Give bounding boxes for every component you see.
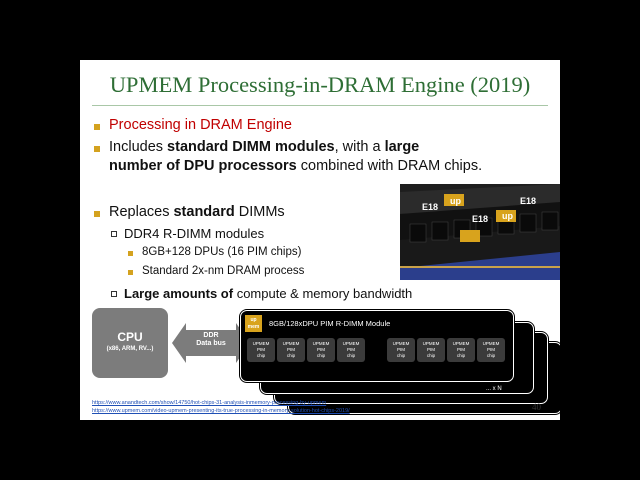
sub-bullet-marker [111,291,117,297]
dimm-module: up mem 8GB/128xDPU PIM R-DIMM Module UPM… [240,310,514,382]
reference-link-anandtech[interactable]: https://www.anandtech.com/show/14750/hot… [92,400,327,406]
ddr-bus-arrow [172,323,250,363]
photo-label: E18 [422,202,438,212]
cpu-title: CPU [117,330,143,344]
ddr-bus-label: DDR Data bus [196,332,226,347]
cpu-block: CPU (x86, ARM, RV...) [92,308,168,378]
subsub-bullet-marker [128,251,133,256]
sub-bullet-marker [111,231,117,237]
module-label: 8GB/128xDPU PIM R-DIMM Module [269,319,391,328]
sub-bullet-bandwidth: Large amounts of compute & memory bandwi… [124,286,413,301]
title-divider [92,105,548,106]
photo-label: up [450,196,461,206]
upmem-logo: up mem [245,315,262,332]
sub-bullet-ddr4: DDR4 R-DIMM modules [124,226,265,241]
bullet-marker [94,124,100,130]
bullet-marker [94,146,100,152]
subsub-bullet-marker [128,270,133,275]
dimm-photo: E18 E18 E18 up up [400,184,560,280]
bullet-processing-in-dram: Processing in DRAM Engine [109,117,292,133]
bullet-includes-line1: Includes standard DIMM modules, with a l… [109,139,420,155]
bullet-includes-line2: number of DPU processors combined with D… [109,158,483,174]
subsub-bullet-process: Standard 2x-nm DRAM process [142,265,305,277]
slide-title: UPMEM Processing-in-DRAM Engine (2019) [109,72,531,97]
photo-label: E18 [520,196,536,206]
photo-label: E18 [472,214,488,224]
reference-link-upmem[interactable]: https://www.upmem.com/video-upmem-presen… [92,408,350,414]
cpu-subtitle: (x86, ARM, RV...) [106,346,154,352]
subsub-bullet-capacity: 8GB+128 DPUs (16 PIM chips) [142,246,302,258]
bullet-replaces: Replaces standard DIMMs [109,204,285,220]
page-number: 40 [532,402,541,412]
slide: UPMEM Processing-in-DRAM Engine (2019) P… [80,60,560,420]
photo-label: up [502,211,513,221]
times-n-label: ... x N [486,386,502,392]
bullet-marker [94,211,100,217]
